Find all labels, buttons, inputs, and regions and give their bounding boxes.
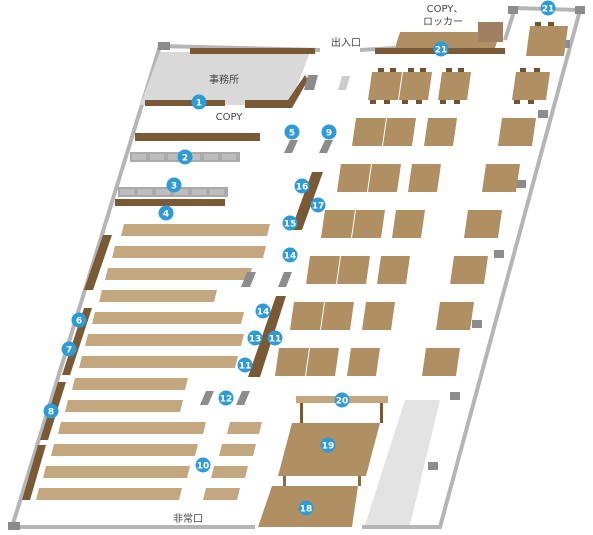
svg-text:14: 14 [284,252,297,262]
locker-block [478,22,503,42]
copy-locker-area [395,32,500,48]
svg-text:7: 7 [66,346,72,356]
svg-text:11: 11 [269,335,282,345]
entrance-panel-left [304,75,318,90]
svg-text:5: 5 [289,129,295,139]
svg-text:1: 1 [196,99,202,109]
svg-text:15: 15 [284,220,297,230]
svg-text:21: 21 [435,46,448,56]
badge-14-a: 14 [282,247,298,263]
svg-text:6: 6 [76,317,82,327]
badge-5: 5 [284,124,300,140]
area-19-chairs [283,476,361,486]
badge-1: 1 [191,94,207,110]
svg-text:10: 10 [197,462,210,472]
badge-10: 10 [195,457,211,473]
copy-label: COPY [216,112,244,123]
long-tables [36,224,270,500]
chairs [370,22,554,104]
svg-text:17: 17 [312,202,325,212]
svg-text:20: 20 [336,397,349,407]
svg-text:18: 18 [300,505,313,515]
svg-text:19: 19 [322,442,335,452]
svg-text:16: 16 [296,183,309,193]
badge-6: 6 [71,312,87,328]
office-area [140,52,310,105]
badge-4: 4 [158,205,174,221]
office-label: 事務所 [209,73,239,86]
badge-8: 8 [43,403,59,419]
office-walls [145,48,315,108]
svg-text:21: 21 [542,5,555,15]
badge-13: 13 [247,330,263,346]
svg-text:14: 14 [257,308,270,318]
middle-shelves [248,172,323,377]
svg-text:8: 8 [48,408,54,418]
shelf-20-legs [300,403,383,423]
emergency-exit-label: 非常口 [173,512,203,525]
study-tables [275,26,568,376]
badge-21-a: 21 [540,0,556,16]
svg-text:3: 3 [171,182,177,192]
svg-text:2: 2 [182,154,188,164]
badge-18: 18 [298,500,314,516]
badge-11-b: 11 [237,357,253,373]
badge-3: 3 [166,177,182,193]
badge-19: 19 [320,437,336,453]
entrance-label: 出入口 [331,36,361,49]
badge-9: 9 [321,124,337,140]
badge-16: 16 [294,178,310,194]
badge-21-b: 21 [433,41,449,57]
copy-locker-label-line2: ロッカー [423,16,463,28]
badge-2: 2 [177,149,193,165]
svg-text:11: 11 [239,362,252,372]
left-shelves [115,133,260,206]
badge-12: 12 [218,390,234,406]
badge-17: 17 [310,197,326,213]
pillars-middle [200,140,333,405]
svg-text:13: 13 [249,335,262,345]
corridor-zone [365,400,440,525]
badge-15: 15 [282,215,298,231]
svg-text:12: 12 [220,395,233,405]
badge-7: 7 [61,341,77,357]
copy-locker-label-line1: COPY、 [427,4,464,15]
badge-14-b: 14 [255,303,271,319]
entrance-panel-right [338,76,350,90]
svg-text:9: 9 [326,129,332,139]
badge-20: 20 [334,392,350,408]
badge-11-a: 11 [267,330,283,346]
svg-text:4: 4 [163,210,169,220]
